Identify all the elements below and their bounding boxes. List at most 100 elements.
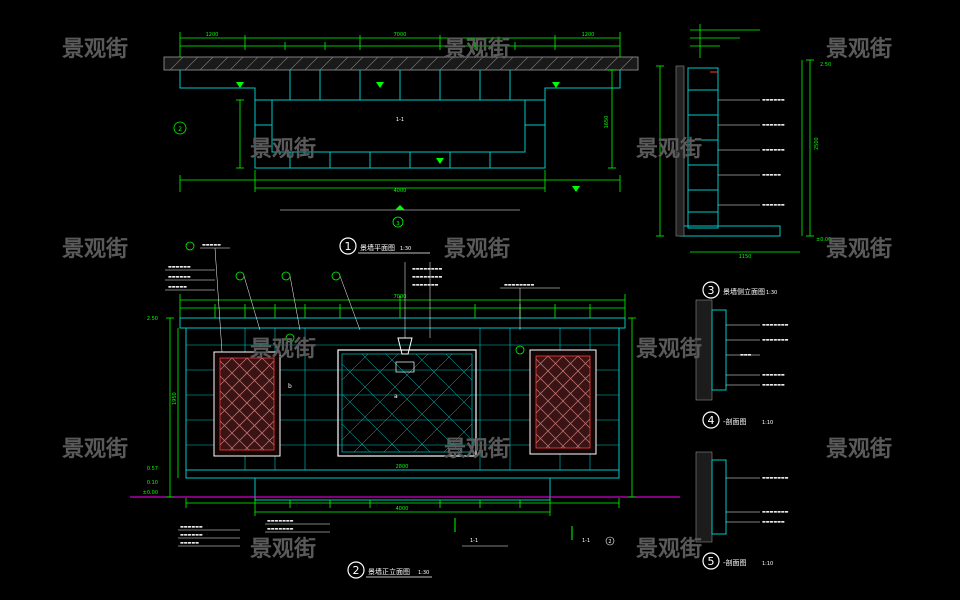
view-1-scale: 1:30 xyxy=(400,246,411,252)
svg-text:▬▬▬▬▬: ▬▬▬▬▬ xyxy=(180,540,199,545)
watermark: 景观街 xyxy=(250,336,316,362)
plan-bottom-dim: 4000 xyxy=(394,188,407,194)
elev-section-ref-2: 1-1 2 xyxy=(582,536,615,546)
side-top-dims xyxy=(690,24,760,58)
side-level: 2.50 xyxy=(820,62,831,68)
elev-bottom-leaders xyxy=(178,523,330,547)
svg-text:▬▬▬▬▬▬: ▬▬▬▬▬▬ xyxy=(180,532,203,537)
side-elevation-view: ▬▬▬▬▬▬▬▬▬▬▬▬ ▬▬▬▬▬▬▬▬▬▬▬ ▬▬▬▬▬▬ 2500 2.5… xyxy=(656,24,831,260)
watermark: 景观街 xyxy=(826,436,892,462)
elev-level-top: 2.50 xyxy=(147,316,158,322)
watermark: 景观街 xyxy=(636,536,702,562)
elev-tag-b: b xyxy=(288,383,292,390)
side-width: 1150 xyxy=(739,254,752,260)
svg-text:▬▬▬▬▬▬: ▬▬▬▬▬▬ xyxy=(762,97,785,102)
svg-text:▬▬▬▬▬▬: ▬▬▬▬▬▬ xyxy=(762,382,785,387)
elev-wall-outline xyxy=(179,317,626,501)
plan-markers xyxy=(236,82,580,192)
elev-bottom-dims xyxy=(185,498,620,516)
side-base: ±0.00 xyxy=(816,237,831,243)
view-4-scale: 1:10 xyxy=(762,420,773,426)
svg-text:▬▬▬▬▬▬▬: ▬▬▬▬▬▬▬ xyxy=(762,509,789,514)
side-labels: ▬▬▬▬▬▬▬▬▬▬▬▬ ▬▬▬▬▬▬▬▬▬▬▬ ▬▬▬▬▬▬ xyxy=(762,97,785,207)
plan-top-hatch xyxy=(163,56,639,71)
svg-text:▬▬▬▬▬▬: ▬▬▬▬▬▬ xyxy=(762,202,785,207)
view-5-number: 5 xyxy=(708,555,715,568)
view-2-name: 景墙正立面图 xyxy=(368,567,410,576)
svg-text:▬▬▬▬▬▬: ▬▬▬▬▬▬ xyxy=(762,147,785,152)
view-3-name: 景墙侧立面图 xyxy=(723,287,765,296)
svg-text:▬▬▬▬▬▬: ▬▬▬▬▬▬ xyxy=(762,519,785,524)
watermark: 景观街 xyxy=(250,536,316,562)
elev-bottom-note-text: ▬▬▬▬▬▬▬▬▬▬▬▬ ▬▬▬▬▬▬▬▬▬▬▬▬ ▬▬▬▬▬▬▬ xyxy=(180,518,294,545)
side-leaders xyxy=(718,99,760,206)
elev-top-dims xyxy=(179,294,626,318)
elev-overall-dim: 7000 xyxy=(394,294,407,300)
plan-view: 7000 1200 1200 4000 xyxy=(163,32,639,228)
svg-text:1-1: 1-1 xyxy=(470,538,478,544)
svg-text:▬▬▬▬▬▬▬: ▬▬▬▬▬▬▬ xyxy=(412,282,439,287)
watermark: 景观街 xyxy=(636,136,702,162)
elev-section-callouts xyxy=(185,241,525,355)
side-right-dims xyxy=(656,59,814,253)
svg-text:▬▬▬▬▬: ▬▬▬▬▬ xyxy=(202,242,221,247)
elev-level-mid: 0.57 xyxy=(147,466,158,472)
plan-center-note: 1-1 xyxy=(396,117,404,123)
elev-right-dims xyxy=(628,317,636,498)
view-4-name: -剖面图 xyxy=(723,417,747,426)
view-1-name: 景墙平面图 xyxy=(360,243,395,252)
svg-text:▬▬▬▬▬▬▬▬: ▬▬▬▬▬▬▬▬ xyxy=(412,266,442,271)
svg-text:▬▬▬▬▬▬: ▬▬▬▬▬▬ xyxy=(180,524,203,529)
view-2-title: 2 景墙正立面图 1:30 xyxy=(347,561,432,579)
view-5-scale: 1:10 xyxy=(762,561,773,567)
elev-panel-height: 1950 xyxy=(172,392,178,405)
front-elevation-view: 7000 xyxy=(130,241,680,547)
svg-text:▬▬▬▬▬▬: ▬▬▬▬▬▬ xyxy=(168,264,191,269)
svg-text:▬▬▬▬▬▬▬▬: ▬▬▬▬▬▬▬▬ xyxy=(412,274,442,279)
view-3-scale: 1:30 xyxy=(766,290,777,296)
plan-total-dim: 7000 xyxy=(394,32,407,38)
view-5-title: 5 -剖面图 1:10 xyxy=(702,552,773,570)
section-5-view: ▬▬▬▬▬▬▬ ▬▬▬▬▬▬▬ ▬▬▬▬▬▬ xyxy=(695,451,789,543)
view-1-title: 1 景墙平面图 1:30 xyxy=(339,237,430,255)
watermark: 景观街 xyxy=(444,36,510,62)
svg-text:3: 3 xyxy=(396,221,399,227)
elev-center-width: 2800 xyxy=(396,464,409,470)
plan-left-dim: 1200 xyxy=(206,32,219,38)
elev-top-note-text: ▬▬▬▬▬▬▬▬▬▬▬ ▬▬▬▬▬▬▬▬▬▬▬ ▬▬▬▬▬▬▬▬▬▬▬▬▬▬▬▬… xyxy=(168,242,534,289)
elev-section-ref-1: 1-1 xyxy=(462,538,508,547)
elev-bottom-dim: 4000 xyxy=(396,506,409,512)
watermark: 景观街 xyxy=(62,36,128,62)
watermark: 景观街 xyxy=(62,236,128,262)
section-4-view: ▬▬▬▬▬▬▬▬▬▬▬▬▬▬ ▬▬▬▬▬▬▬▬▬ ▬▬▬▬▬▬ xyxy=(695,299,789,401)
side-wall-outline xyxy=(679,67,781,237)
plan-side-dim: 1650 xyxy=(604,116,610,129)
plan-right-dim: 1200 xyxy=(582,32,595,38)
side-total-dim: 2500 xyxy=(814,137,820,150)
svg-text:▬▬▬▬▬▬: ▬▬▬▬▬▬ xyxy=(762,372,785,377)
svg-text:2: 2 xyxy=(178,126,182,133)
svg-text:▬▬▬▬▬▬▬: ▬▬▬▬▬▬▬ xyxy=(762,337,789,342)
view-2-scale: 1:30 xyxy=(418,570,429,576)
watermark: 景观街 xyxy=(250,136,316,162)
svg-text:2: 2 xyxy=(608,539,611,545)
view-1-number: 1 xyxy=(345,240,352,253)
svg-text:▬▬▬▬▬: ▬▬▬▬▬ xyxy=(168,284,187,289)
svg-text:▬▬▬▬▬: ▬▬▬▬▬ xyxy=(762,172,781,177)
view-4-number: 4 xyxy=(708,414,715,427)
elev-top-leaders xyxy=(165,247,560,353)
elev-left-lattice-panel xyxy=(213,351,281,457)
view-2-number: 2 xyxy=(353,564,360,577)
svg-text:▬▬▬▬▬▬▬: ▬▬▬▬▬▬▬ xyxy=(762,322,789,327)
view-3-title: 3 景墙侧立面图 1:30 xyxy=(702,281,777,299)
elev-center-diamond-panel xyxy=(337,337,477,457)
plan-hatch-lines xyxy=(169,56,634,71)
plan-wall-outline xyxy=(179,70,621,169)
svg-text:▬▬▬▬▬▬▬: ▬▬▬▬▬▬▬ xyxy=(762,475,789,480)
svg-text:1-1: 1-1 xyxy=(582,538,590,544)
elev-level-base: 0.10 xyxy=(147,480,158,486)
elev-tag-a: a xyxy=(394,393,398,400)
svg-text:▬▬▬▬▬▬: ▬▬▬▬▬▬ xyxy=(762,122,785,127)
view-5-name: -剖面图 xyxy=(723,558,747,567)
